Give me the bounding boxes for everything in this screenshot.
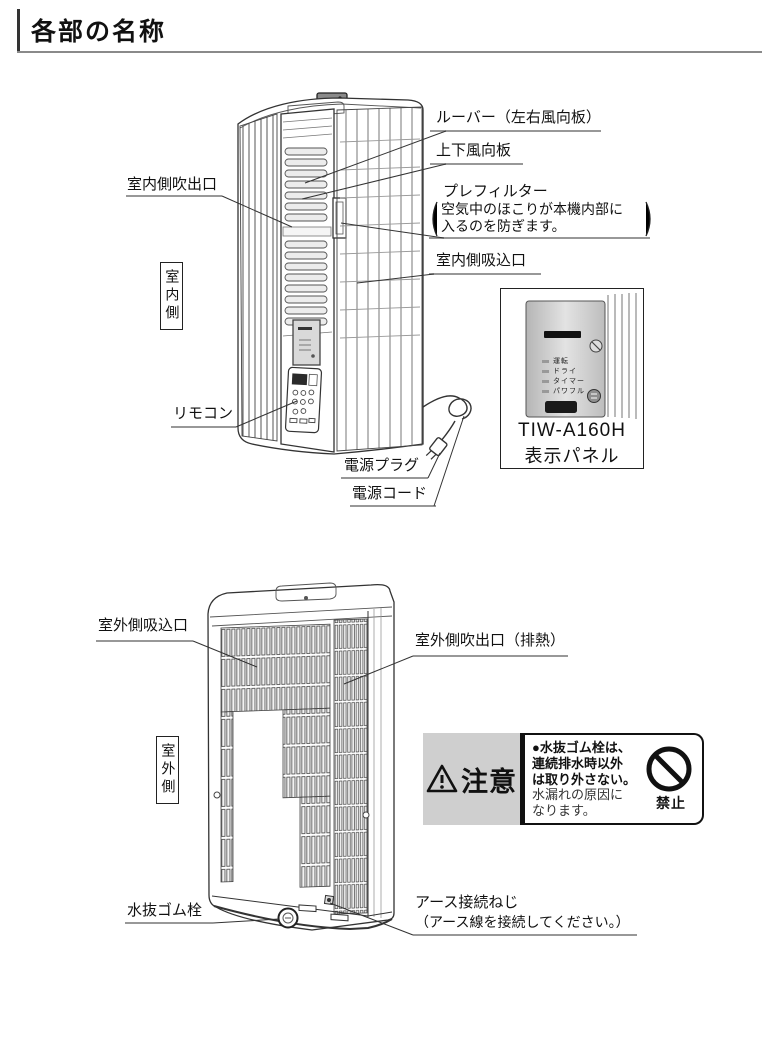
unit-display-panel: [292, 319, 321, 366]
earth-screw-drawing: [323, 894, 335, 906]
label-outdoor-outlet: 室外側吹出口（排熱）: [415, 632, 566, 649]
indicator-powerful: パワフル: [553, 388, 585, 395]
label-power-cord: 電源コード: [352, 485, 428, 502]
label-indoor-outlet: 室内側吹出口: [127, 176, 218, 193]
led-indicators: [542, 360, 549, 393]
label-outdoor-inlet: 室外側吸込口: [98, 617, 189, 634]
indicator-timer: タイマー: [553, 378, 585, 385]
indoor-side-box: 室内側: [160, 262, 184, 330]
brand-logo-bar: [544, 331, 581, 338]
exhaust-grille: [333, 618, 368, 915]
prohibition-icon: [646, 746, 692, 792]
label-prefilter-note1: 空気中のほこりが本機内部に: [441, 201, 623, 217]
caution-divider: [520, 733, 525, 825]
display-panel-drawing: [525, 293, 637, 419]
panel-button: [545, 401, 577, 413]
title-accent-bar: [17, 9, 20, 51]
label-indoor-inlet: 室内側吸込口: [436, 252, 527, 269]
page-title: 各部の名称: [31, 18, 167, 46]
label-prefilter-note2: 入るのを防ぎます。: [441, 218, 566, 234]
caution-line-4: 水漏れの原因に: [532, 787, 624, 803]
caution-heading: 注意: [461, 766, 517, 797]
caution-heading-panel: 注意: [423, 733, 520, 825]
caution-body: ●水抜ゴム栓は、 連続排水時以外 は取り外さない。 水漏れの原因に なります。 …: [525, 733, 704, 825]
label-earth-note: （アース線を接続してください。）: [415, 914, 630, 930]
indicator-run: 運転: [553, 358, 569, 365]
panel-caption: 表示パネル: [524, 446, 620, 466]
power-button-icon: [587, 389, 601, 403]
label-prefilter: プレフィルター: [443, 183, 548, 200]
label-power-plug: 電源プラグ: [344, 457, 420, 474]
label-earth-screw: アース接続ねじ: [415, 894, 519, 911]
caution-line-5: なります。: [532, 803, 596, 819]
caution-line-2: 連続排水時以外: [532, 755, 624, 771]
caution-box: 注意 ●水抜ゴム栓は、 連続排水時以外 は取り外さない。 水漏れの原因に なりま…: [423, 733, 704, 825]
drain-plug-drawing: [277, 907, 299, 929]
caution-line-3: は取り外さない。: [532, 771, 637, 787]
power-cord-drawing: [422, 395, 472, 460]
prohibition-block: 禁止: [645, 745, 697, 813]
label-updown-vane: 上下風向板: [436, 142, 512, 159]
title-rule: [17, 51, 762, 53]
intake-grille: [220, 618, 368, 915]
prefilter-parens: [432, 201, 651, 237]
prohibition-label: 禁止: [656, 795, 686, 811]
outdoor-side-box: 室外側: [156, 736, 180, 804]
label-remote: リモコン: [173, 405, 234, 422]
leader-lines: [192, 130, 465, 936]
screw-icon: [589, 339, 603, 353]
remote-control-drawing: [284, 366, 323, 434]
outdoor-unit-drawing: [207, 582, 395, 931]
label-louver: ルーバー（左右風向板）: [436, 109, 601, 126]
caution-line-1: ●水抜ゴム栓は、: [532, 740, 631, 755]
label-drain-plug: 水抜ゴム栓: [127, 902, 203, 919]
panel-model-number: TIW-A160H: [518, 420, 626, 441]
warning-triangle-icon: [426, 764, 458, 793]
display-panel-inset: 運転 ドライ タイマー パワフル TIW-A160H 表示パネル: [500, 288, 644, 469]
indicator-dry: ドライ: [553, 368, 577, 375]
label-underlines: [96, 130, 650, 936]
